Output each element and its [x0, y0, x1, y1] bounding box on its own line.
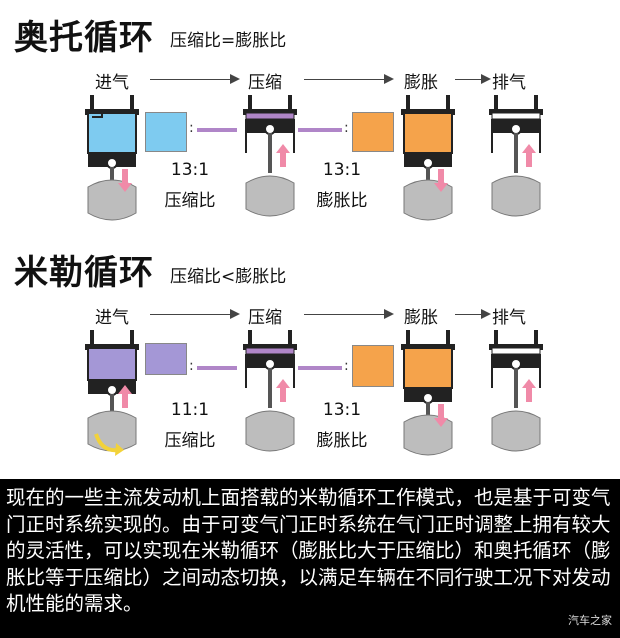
miller-expansion-label: 膨胀比 — [316, 431, 368, 451]
miller-arrow-3 — [455, 314, 481, 315]
miller-compression-ratio: 11:1 — [170, 400, 210, 420]
miller-expansion-volume-box — [352, 345, 394, 387]
otto-stage-exhaust: 排气 — [492, 73, 526, 93]
otto-stage-intake: 进气 — [95, 73, 129, 93]
miller-intake-volume-box — [145, 343, 187, 375]
otto-compression-engine — [240, 95, 300, 225]
miller-expansion-start-bar — [298, 366, 342, 370]
otto-arrow-2 — [304, 79, 384, 80]
otto-arrowhead-1 — [230, 74, 240, 84]
miller-arrow-1 — [150, 314, 230, 315]
colon-mark: : — [344, 358, 349, 374]
otto-intake-volume-box — [145, 112, 187, 152]
otto-stage-expansion: 膨胀 — [404, 73, 438, 93]
miller-compressed-volume-bar — [197, 366, 237, 370]
otto-arrowhead-3 — [481, 74, 491, 84]
otto-intake-engine — [82, 95, 142, 225]
miller-arrowhead-3 — [481, 309, 491, 319]
miller-stage-intake: 进气 — [95, 308, 129, 328]
colon-mark: : — [189, 358, 194, 374]
otto-arrowhead-2 — [384, 74, 394, 84]
miller-arrowhead-2 — [384, 309, 394, 319]
miller-compression-label: 压缩比 — [164, 431, 216, 451]
otto-expansion-ratio: 13:1 — [322, 160, 362, 180]
description-panel: 现在的一些主流发动机上面搭载的米勒循环工作模式，也是基于可变气门正时系统实现的。… — [0, 479, 620, 638]
otto-arrow-3 — [455, 79, 481, 80]
miller-stage-exhaust: 排气 — [492, 308, 526, 328]
watermark: 汽车之家 — [568, 613, 612, 627]
otto-expansion-start-bar — [298, 128, 342, 132]
colon-mark: : — [189, 120, 194, 136]
description-text: 现在的一些主流发动机上面搭载的米勒循环工作模式，也是基于可变气门正时系统实现的。… — [6, 486, 611, 615]
otto-expansion-engine — [398, 95, 458, 225]
colon-mark: : — [344, 120, 349, 136]
miller-compression-engine — [240, 330, 300, 460]
otto-exhaust-engine — [486, 95, 546, 225]
otto-cycle-subtitle: 压缩比=膨胀比 — [170, 31, 287, 51]
otto-cycle-title: 奥托循环 — [14, 18, 154, 58]
miller-arrow-2 — [304, 314, 384, 315]
miller-expansion-engine — [398, 330, 458, 460]
miller-intake-engine — [82, 330, 142, 465]
miller-cycle-subtitle: 压缩比<膨胀比 — [170, 267, 287, 287]
otto-compression-ratio: 13:1 — [170, 160, 210, 180]
miller-stage-expansion: 膨胀 — [404, 308, 438, 328]
otto-expansion-label: 膨胀比 — [316, 191, 368, 211]
miller-exhaust-engine — [486, 330, 546, 460]
otto-stage-compression: 压缩 — [248, 73, 282, 93]
miller-cycle-title: 米勒循环 — [14, 253, 154, 293]
miller-arrowhead-1 — [230, 309, 240, 319]
otto-expansion-volume-box — [352, 112, 394, 152]
otto-arrow-1 — [150, 79, 230, 80]
miller-stage-compression: 压缩 — [248, 308, 282, 328]
otto-compression-label: 压缩比 — [164, 191, 216, 211]
miller-expansion-ratio: 13:1 — [322, 400, 362, 420]
otto-compressed-volume-bar — [197, 128, 237, 132]
